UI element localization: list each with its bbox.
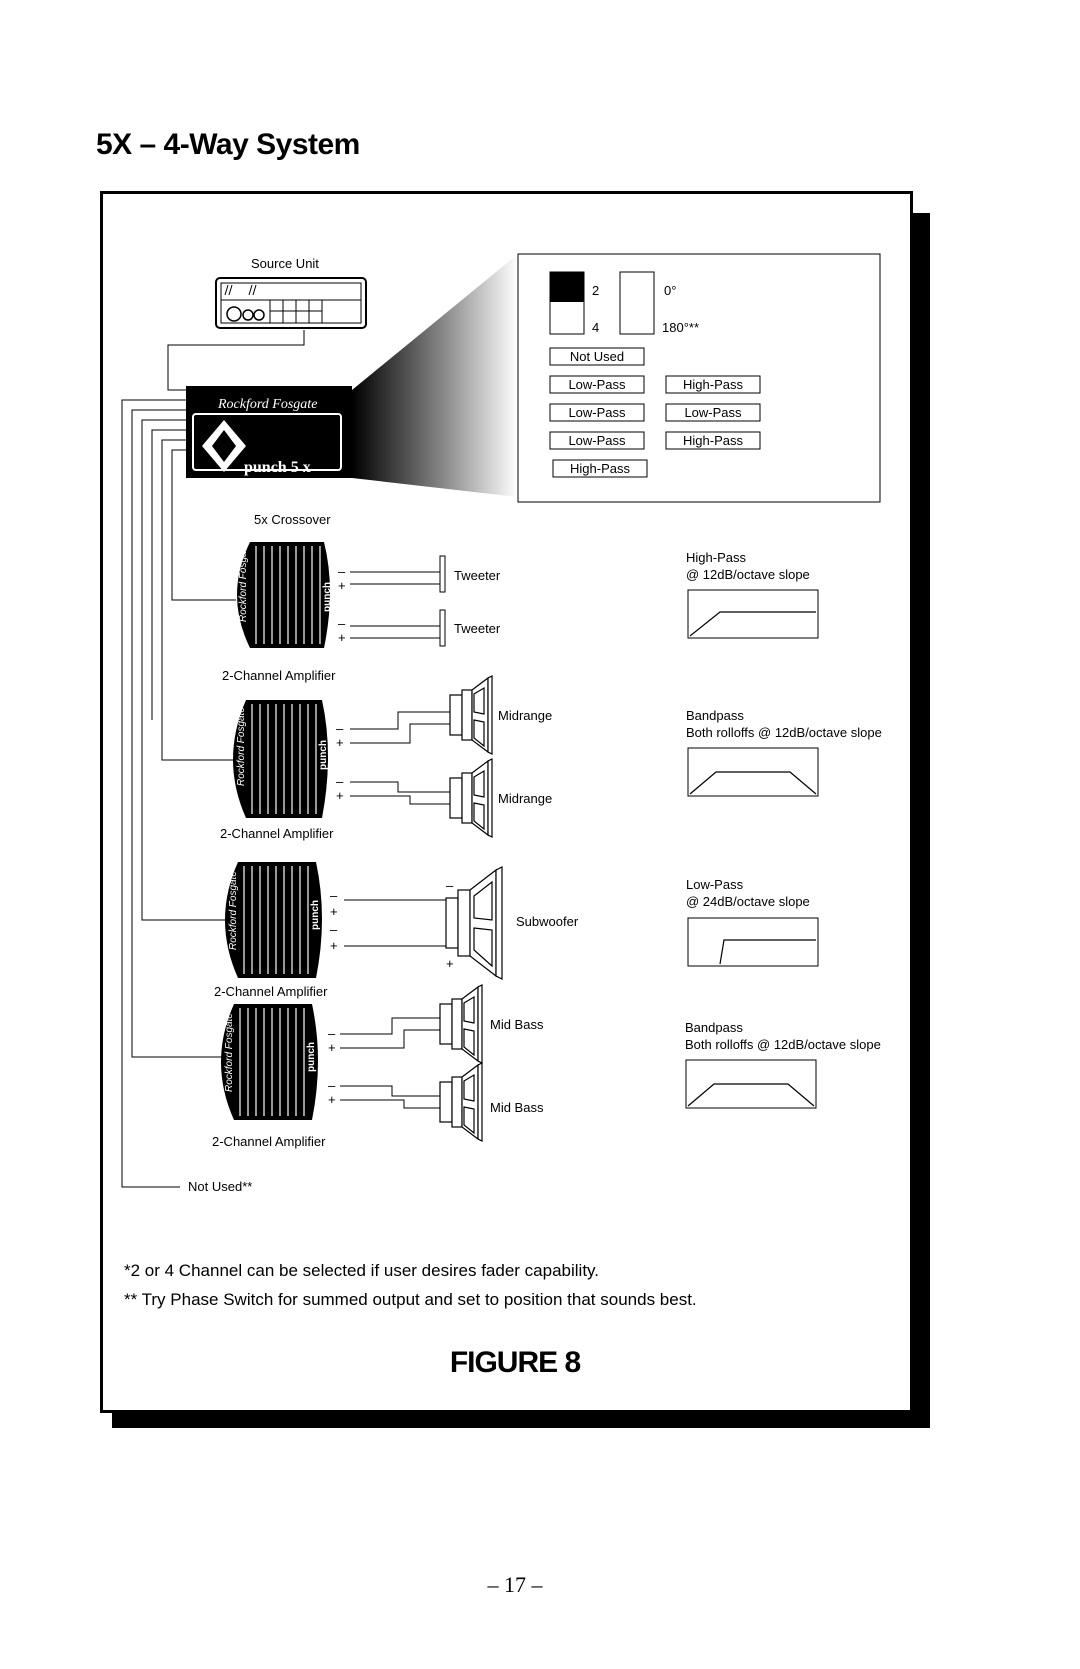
mid-bass-speaker-2 (439, 1062, 483, 1142)
amplifier-2-brand: Rockford Fosgate (236, 707, 247, 786)
setting-row-4-right: High-Pass (683, 433, 743, 448)
amplifier-4-brand: Rockford Fosgate (224, 1013, 235, 1092)
amplifier-4-label: 2-Channel Amplifier (212, 1134, 326, 1149)
crossover-label: 5x Crossover (254, 512, 331, 527)
not-used-label: Not Used** (188, 1179, 252, 1194)
setting-row-1-left: Not Used (570, 349, 624, 364)
channel-switch-top: 2 (592, 283, 599, 298)
amplifier-4-model: punch (306, 1042, 317, 1072)
phase-switch-bottom: 180°** (662, 320, 699, 335)
svg-text:–: – (330, 888, 338, 903)
amplifier-2: Rockford Fosgate punch (233, 700, 329, 818)
page-number: – 17 – (487, 1572, 543, 1597)
svg-text:+: + (338, 578, 346, 593)
svg-text:–: – (338, 564, 346, 579)
svg-text:+: + (330, 938, 338, 953)
setting-row-2-right: High-Pass (683, 377, 743, 392)
svg-text:–: – (446, 878, 454, 893)
amplifier-2-label: 2-Channel Amplifier (220, 826, 334, 841)
tweeter-1-label: Tweeter (454, 568, 501, 583)
setting-row-5-left: High-Pass (570, 461, 630, 476)
tweeter-2-label: Tweeter (454, 621, 501, 636)
channel-switch-bottom: 4 (592, 320, 599, 335)
amplifier-4-terminals: – + – + (328, 1026, 336, 1107)
subwoofer-label: Subwoofer (516, 914, 579, 929)
filter-2-graph (687, 747, 819, 797)
subwoofer-speaker (445, 866, 503, 980)
phase-switch (619, 271, 655, 335)
channel-switch-selector (550, 272, 584, 302)
setting-row-3-left: Low-Pass (568, 405, 626, 420)
midrange-2-label: Midrange (498, 791, 552, 806)
amplifier-1-terminals: – + – + (338, 564, 346, 645)
source-unit (215, 277, 367, 329)
source-unit-label: Source Unit (251, 256, 319, 271)
filter-1-title: High-Pass (686, 550, 746, 565)
setting-row-4-left: Low-Pass (568, 433, 626, 448)
svg-text:+: + (338, 630, 346, 645)
svg-text:–: – (330, 922, 338, 937)
svg-text:–: – (328, 1078, 336, 1093)
amplifier-3-label: 2-Channel Amplifier (214, 984, 328, 999)
crossover-model: punch 5 x (244, 459, 311, 476)
svg-text:–: – (336, 774, 344, 789)
amplifier-4: Rockford Fosgate punch (221, 1004, 318, 1120)
filter-4-subtitle: Both rolloffs @ 12dB/octave slope (685, 1037, 881, 1052)
svg-text:+: + (330, 904, 338, 919)
mid-bass-speaker-1 (439, 984, 483, 1064)
filter-3-subtitle: @ 24dB/octave slope (686, 894, 810, 909)
amplifier-1-label: 2-Channel Amplifier (222, 668, 336, 683)
amplifier-1-model: punch (322, 582, 333, 612)
settings-panel: 2 4 0° 180°** Not Used Low-Pass High-Pas… (517, 253, 881, 503)
amplifier-2-model: punch (318, 740, 329, 770)
tweeter-1 (439, 555, 446, 593)
svg-text:+: + (328, 1092, 336, 1107)
amplifier-3-brand: Rockford Fosgate (228, 871, 239, 950)
midrange-1-label: Midrange (498, 708, 552, 723)
svg-text:–: – (338, 616, 346, 631)
filter-1-subtitle: @ 12dB/octave slope (686, 567, 810, 582)
crossover-output-wires (121, 399, 236, 1188)
svg-text:+: + (336, 735, 344, 750)
filter-4-graph (685, 1059, 817, 1109)
filter-3-title: Low-Pass (686, 877, 744, 892)
filter-2-title: Bandpass (686, 708, 744, 723)
amplifier-3-terminals: – + – + – + (330, 878, 454, 971)
tweeter-2 (439, 609, 446, 647)
mid-bass-2-label: Mid Bass (490, 1100, 544, 1115)
amplifier-3-model: punch (310, 900, 321, 930)
mid-bass-1-label: Mid Bass (490, 1017, 544, 1032)
midrange-speaker-2 (449, 758, 493, 838)
phase-switch-top: 0° (664, 283, 676, 298)
footnote-1: *2 or 4 Channel can be selected if user … (124, 1261, 600, 1280)
midrange-speaker-1 (449, 675, 493, 755)
page-title: 5X – 4-Way System (96, 128, 360, 161)
svg-text:+: + (446, 956, 454, 971)
svg-text:+: + (328, 1040, 336, 1055)
amplifier-3: Rockford Fosgate punch (225, 862, 322, 978)
footnote-2: ** Try Phase Switch for summed output an… (124, 1290, 697, 1309)
amplifier-1-brand: Rockford Fosgate (238, 543, 249, 622)
settings-callout-fan (352, 254, 518, 497)
svg-text:+: + (336, 788, 344, 803)
setting-row-3-right: Low-Pass (684, 405, 742, 420)
filter-1-graph (687, 589, 819, 639)
setting-row-2-left: Low-Pass (568, 377, 626, 392)
filter-4-title: Bandpass (685, 1020, 743, 1035)
crossover-brand: Rockford Fosgate (217, 397, 317, 412)
filter-3-graph (687, 917, 819, 967)
crossover-unit: Rockford Fosgate punch 5 x (186, 386, 352, 478)
svg-text:–: – (328, 1026, 336, 1041)
amplifier-2-terminals: – + – + (336, 721, 344, 803)
filter-2-subtitle: Both rolloffs @ 12dB/octave slope (686, 725, 882, 740)
amplifier-1: Rockford Fosgate punch (237, 542, 333, 648)
figure-label: FIGURE 8 (449, 1346, 581, 1379)
svg-text:–: – (336, 721, 344, 736)
